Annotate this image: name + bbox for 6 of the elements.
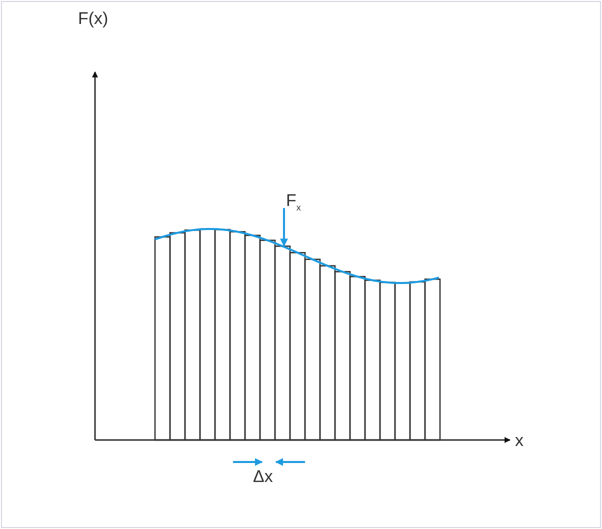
dimension-label: Δx (253, 468, 273, 485)
axis-label: x (515, 432, 524, 449)
leader-line (280, 208, 288, 247)
axis-label: F(x) (78, 10, 108, 27)
function-curve (154, 228, 440, 284)
curve-label: F$_{x}$ (286, 192, 301, 212)
